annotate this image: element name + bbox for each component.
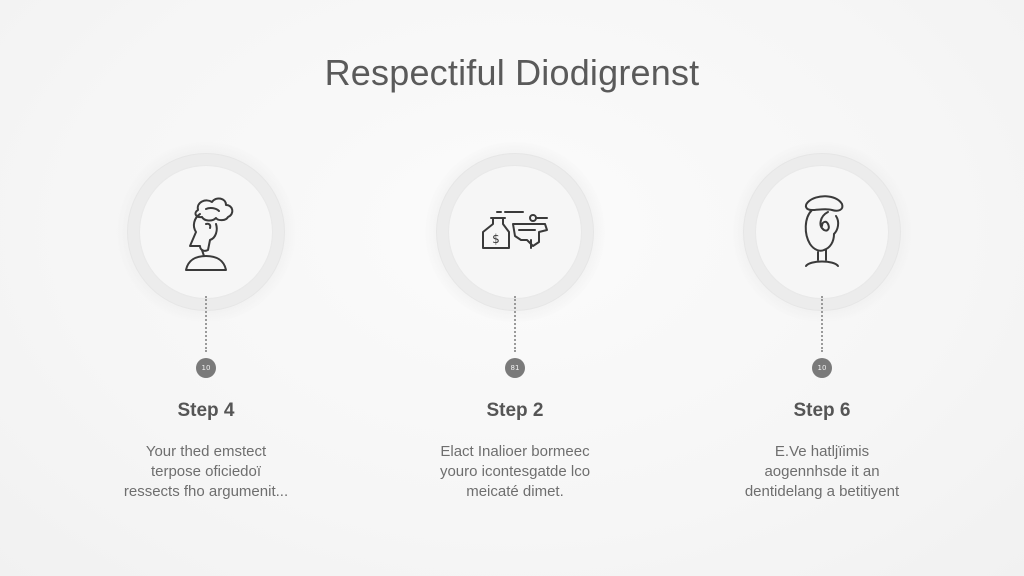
description-line: ressects fho argumenit... — [123, 483, 289, 500]
step-description: E.Ve hatljїimis aogennhsde it an dentide… — [692, 442, 952, 502]
step-description: Your thed emstect terpose oficiedoї ress… — [76, 442, 336, 502]
icon-circle-inner — [140, 166, 272, 298]
icon-circle — [744, 154, 900, 310]
page-title: Respectiful Diodigrenst — [324, 52, 700, 93]
step-card-2: $ 81 Step 2 Elact Inalioer bormeec youro… — [385, 142, 645, 530]
description-line: youro icontesgatde lco — [439, 463, 591, 480]
step-card-1: 10 Step 4 Your thed emstect terpose ofic… — [76, 142, 336, 530]
step-node: 81 — [505, 358, 525, 378]
money-bag-handshake-icon: $ — [475, 190, 555, 274]
step-label: Step 6 — [793, 400, 851, 421]
description-line: E.Ve hatljїimis — [774, 443, 870, 460]
description-line: meicaté dimet. — [466, 483, 564, 500]
person-head-cloud-icon — [166, 190, 246, 274]
icon-circle-inner: $ — [449, 166, 581, 298]
description-line: Your thed emstect — [145, 443, 267, 460]
step-label: Step 4 — [177, 400, 235, 421]
step-card-3: 10 Step 6 E.Ve hatljїimis aogennhsde it … — [692, 142, 952, 530]
step-label: Step 2 — [486, 400, 544, 421]
connector-line — [821, 296, 823, 352]
icon-circle-inner — [756, 166, 888, 298]
connector-line — [514, 296, 516, 352]
icon-circle: $ — [437, 154, 593, 310]
description-line: terpose oficiedoї — [150, 463, 262, 480]
brain-head-profile-icon — [782, 190, 862, 274]
icon-circle — [128, 154, 284, 310]
description-line: aogennhsde it an — [764, 463, 880, 480]
description-line: Elact Inalioer bormeec — [440, 443, 590, 460]
description-line: dentidelang a betitiyent — [744, 483, 900, 500]
step-description: Elact Inalioer bormeec youro icontesgatd… — [385, 442, 645, 502]
step-node: 10 — [196, 358, 216, 378]
step-node: 10 — [812, 358, 832, 378]
svg-text:$: $ — [492, 232, 500, 246]
connector-line — [205, 296, 207, 352]
